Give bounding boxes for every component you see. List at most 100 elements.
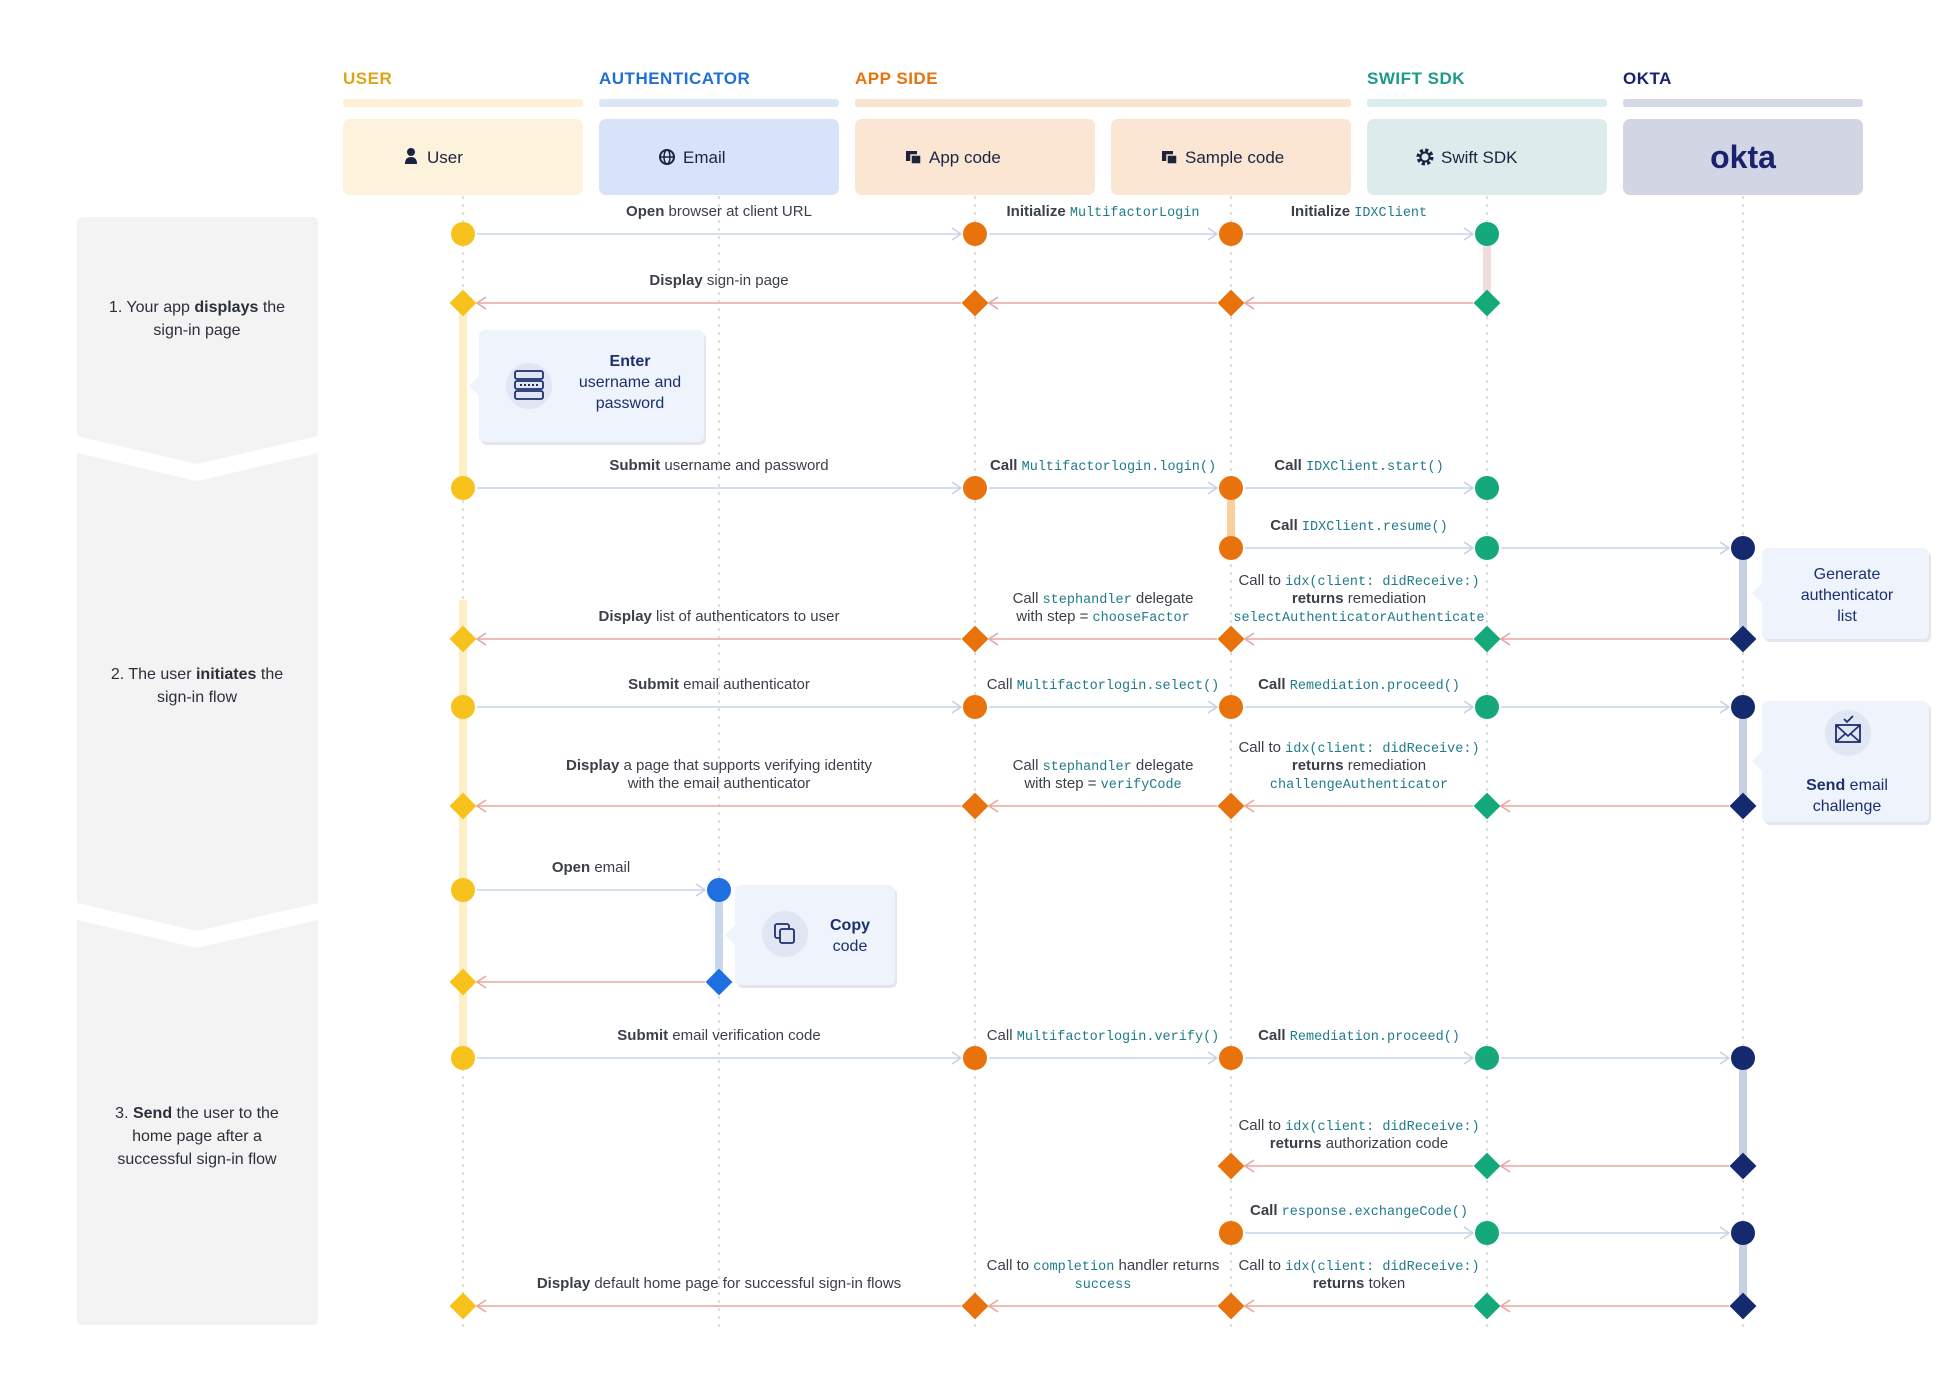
- globe-icon: [659, 149, 675, 165]
- message-arrow: Call Multifactorlogin.login(): [989, 457, 1219, 495]
- note-text: Generate: [1814, 566, 1881, 583]
- label-span: Display: [566, 757, 620, 774]
- participant-okta[interactable]: okta: [1623, 119, 1863, 195]
- label-span: sign-in page: [703, 272, 789, 289]
- participant-email[interactable]: Email: [599, 119, 839, 195]
- icon-field: [514, 390, 544, 400]
- endpoint-diamond: [961, 1292, 989, 1320]
- participant-box: [855, 119, 1095, 195]
- label-span: delegate: [1132, 590, 1194, 607]
- label-span: response.exchangeCode(): [1282, 1205, 1468, 1220]
- arrow-head: [475, 975, 487, 989]
- app-window-icon: [1162, 151, 1178, 165]
- label-span: Call: [1270, 517, 1302, 534]
- arrow-head: [987, 296, 999, 310]
- label-span: returns: [1313, 1275, 1365, 1292]
- message-arrow: Submit email authenticator: [477, 676, 963, 714]
- label-span: sign-in page: [153, 322, 240, 339]
- endpoint-circle: [1219, 222, 1243, 246]
- endpoint-diamond: [1729, 625, 1757, 653]
- endpoint-diamond: [449, 289, 477, 317]
- endpoint-diamond: [961, 289, 989, 317]
- participant-app-code[interactable]: App code: [855, 119, 1095, 195]
- label-span: delegate: [1132, 757, 1194, 774]
- password-field-icon: [506, 363, 552, 409]
- endpoint-diamond: [1217, 625, 1245, 653]
- endpoint-diamond: [1729, 792, 1757, 820]
- endpoint-circle: [451, 695, 475, 719]
- participant-user[interactable]: User: [343, 119, 583, 195]
- note-text: Enter: [610, 353, 651, 370]
- endpoint-circle: [1731, 1221, 1755, 1245]
- label-span: IDXClient.resume(): [1302, 520, 1448, 535]
- label-span: with step =: [1023, 775, 1100, 792]
- message-label: Call response.exchangeCode(): [1250, 1202, 1468, 1220]
- message-label: Call to idx(client: didReceive:): [1238, 1117, 1479, 1135]
- endpoint-diamond: [961, 792, 989, 820]
- label-span: idx(client: didReceive:): [1285, 742, 1479, 757]
- label-span: Call: [1258, 676, 1290, 693]
- label-span: Call: [987, 1027, 1017, 1044]
- activation-bar-0: [459, 303, 467, 488]
- label-span: Send: [133, 1105, 172, 1122]
- note-text: Copy: [830, 917, 870, 934]
- participant-sample-code[interactable]: Sample code: [1111, 119, 1351, 195]
- label-span: selectAuthenticatorAuthenticate: [1233, 611, 1484, 626]
- label-span: Multifactorlogin.login(): [1022, 460, 1216, 475]
- arrow-head: [1463, 541, 1475, 555]
- label-span: Display: [537, 1275, 591, 1292]
- message-arrow: Call IDXClient.start(): [1245, 457, 1475, 495]
- label-span: 1.: [109, 299, 127, 316]
- label-span: code: [833, 938, 868, 955]
- label-span: Call: [1013, 590, 1043, 607]
- message-arrow: Call Remediation.proceed(): [1245, 676, 1475, 714]
- label-span: username and: [579, 374, 681, 391]
- endpoint-circle: [1731, 536, 1755, 560]
- copy-icon: [762, 911, 808, 957]
- arrow-head: [1243, 632, 1255, 646]
- participant-box: [343, 119, 583, 195]
- message-arrow: Display sign-in page: [475, 272, 961, 310]
- label-span: Remediation.proceed(): [1290, 1030, 1460, 1045]
- label-span: returns: [1292, 757, 1344, 774]
- note-text: list: [1837, 608, 1857, 625]
- endpoint-diamond: [1473, 1152, 1501, 1180]
- label-span: completion: [1033, 1260, 1114, 1275]
- arrow-head: [1719, 541, 1731, 555]
- endpoint-circle: [1475, 222, 1499, 246]
- endpoint-diamond: [1473, 1292, 1501, 1320]
- group-bar: [1623, 99, 1863, 107]
- label-span: Initialize: [1007, 203, 1070, 220]
- label-span: Call to: [1238, 1117, 1285, 1134]
- arrow-head: [1463, 1051, 1475, 1065]
- icon-field: [514, 370, 544, 380]
- activation-bar-7: [1739, 1233, 1747, 1306]
- group-bar: [343, 99, 583, 107]
- arrow-head: [1719, 1051, 1731, 1065]
- message-label: returns token: [1313, 1275, 1406, 1292]
- arrow-head: [1243, 799, 1255, 813]
- label-span: Call: [987, 676, 1017, 693]
- label-span: 2. The user: [111, 666, 196, 683]
- step-1-text: sign-in page: [153, 322, 240, 339]
- label-span: Copy: [830, 917, 870, 934]
- endpoint-diamond: [1729, 1292, 1757, 1320]
- message-arrow: Call to idx(client: didReceive:)returns …: [1238, 1257, 1480, 1313]
- participant-swift-sdk[interactable]: Swift SDK: [1367, 119, 1607, 195]
- participant-label: Email: [683, 148, 726, 167]
- window-front: [910, 154, 922, 165]
- note-text: authenticator: [1801, 587, 1894, 604]
- message-label: Call stephandler delegate: [1013, 757, 1194, 775]
- note-text: Send email: [1806, 777, 1888, 794]
- label-span: 3.: [115, 1105, 133, 1122]
- endpoint-markers: [449, 222, 1757, 1320]
- message-label: Call to idx(client: didReceive:): [1238, 1257, 1479, 1275]
- step-3-text: 3. Send the user to the: [115, 1105, 279, 1122]
- endpoint-diamond: [1473, 289, 1501, 317]
- endpoint-diamond: [449, 968, 477, 996]
- label-span: Display: [649, 272, 703, 289]
